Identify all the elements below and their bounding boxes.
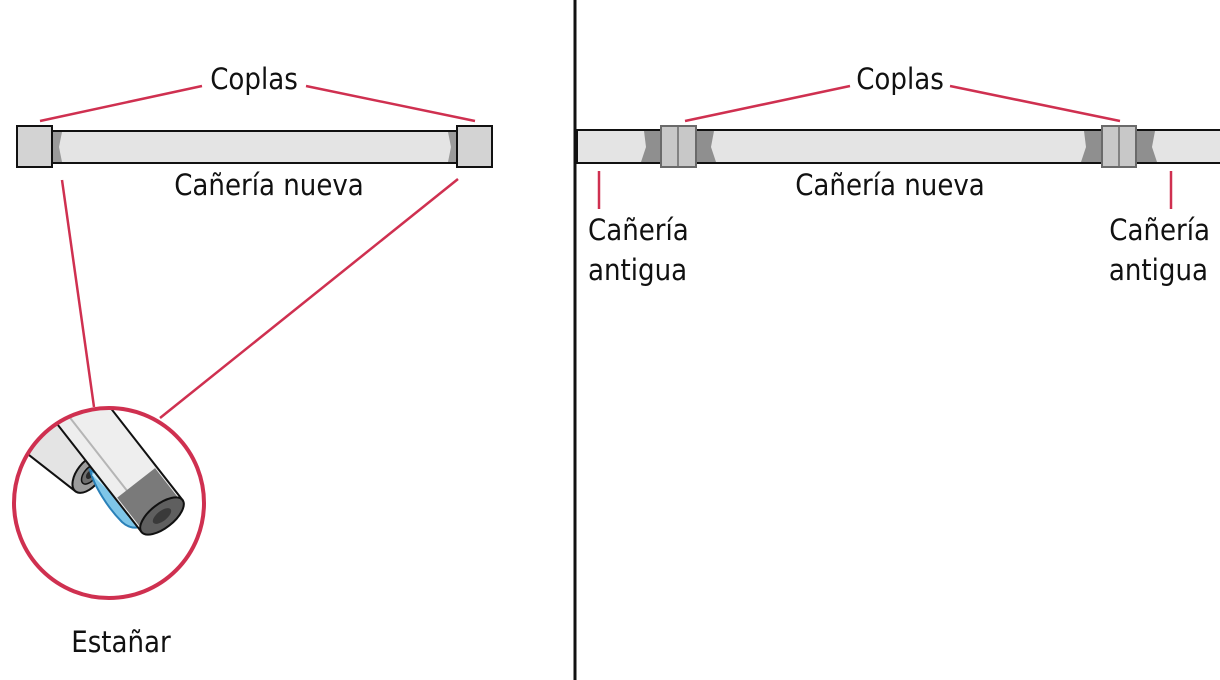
left-coplas-label: Coplas (210, 62, 298, 96)
left-pipe-label: Cañería nueva (174, 168, 364, 202)
solder-mark-1 (641, 131, 661, 162)
old-pipe-left-line2: antigua (588, 253, 687, 287)
detail-leader-left (60, 179, 96, 408)
right-coplas-leader-right (949, 84, 1121, 123)
right-panel: Coplas Cañería nueva Cañería antigua Cañ… (576, 62, 1220, 287)
old-pipe-right-line1: Cañería (1109, 213, 1210, 247)
soldering-detail (12, 406, 206, 600)
left-new-pipe (51, 130, 458, 164)
left-coplas-leader-right (305, 84, 476, 123)
old-pipe-right-line2: antigua (1109, 253, 1208, 287)
left-solder-mark (52, 132, 62, 162)
old-pipe-left-line1: Cañería (588, 213, 689, 247)
right-coplas-leader-left (684, 84, 851, 123)
left-coupling (16, 125, 53, 168)
right-solder-mark (448, 132, 457, 162)
left-coplas-leader-left (39, 84, 203, 123)
detail-leader-right (159, 178, 459, 419)
right-pipe-label: Cañería nueva (795, 168, 985, 202)
left-panel: Coplas Cañería nueva (12, 62, 493, 659)
right-coplas-label: Coplas (856, 62, 944, 96)
right-coupling (456, 125, 493, 168)
solder-mark-2 (696, 131, 716, 162)
solder-mark-3 (1081, 131, 1102, 162)
solder-mark-4 (1136, 131, 1157, 162)
detail-label: Estañar (71, 625, 171, 659)
